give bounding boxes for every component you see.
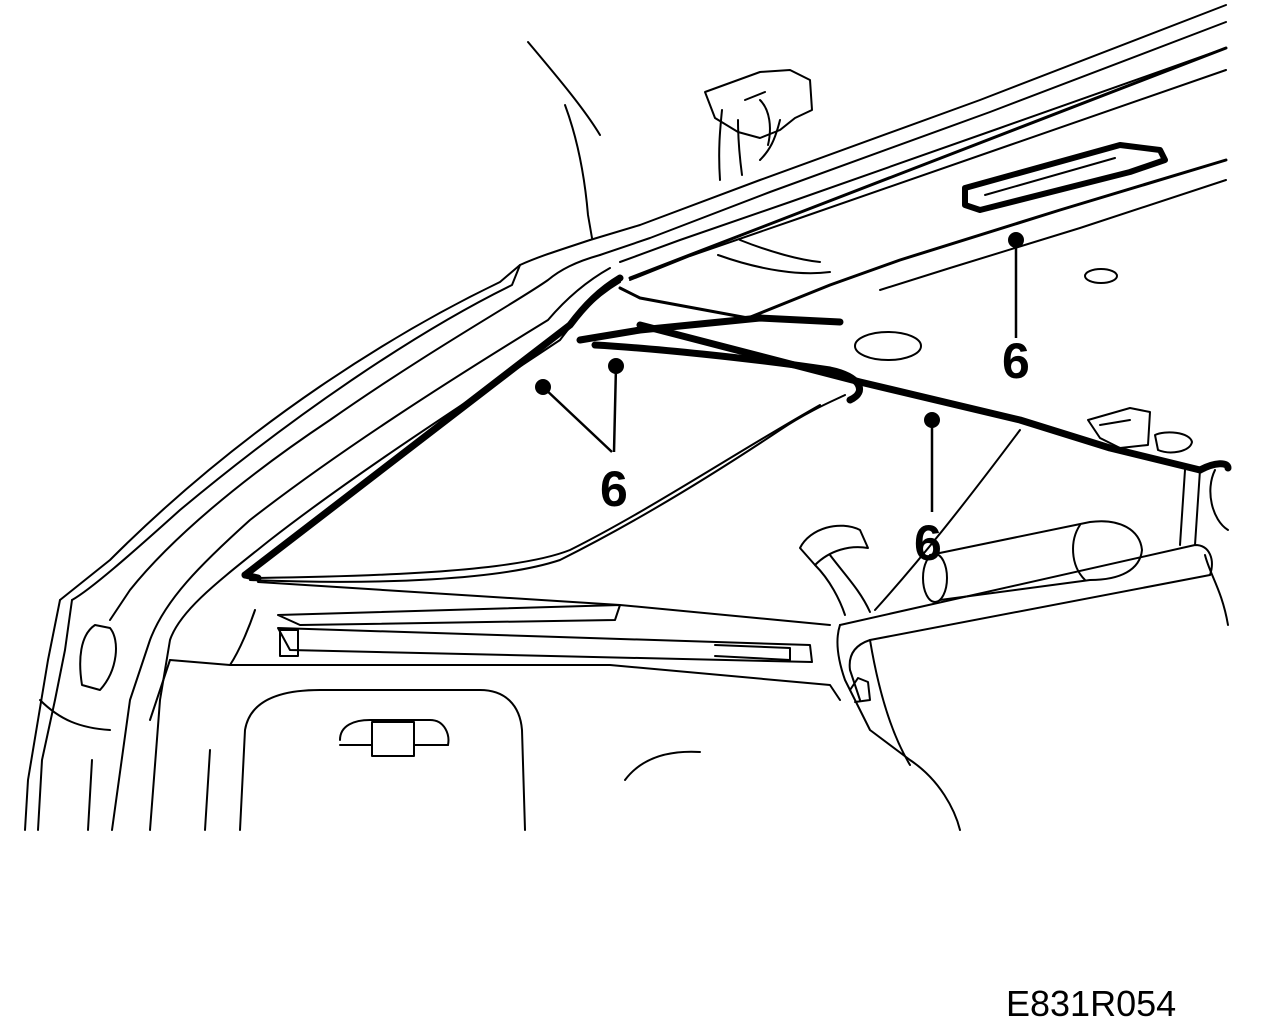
- callout-rear-label: 6: [914, 515, 942, 571]
- callout-pillar-leader-left: [542, 386, 613, 453]
- quarter-window: [249, 394, 846, 626]
- rear-seat: [799, 407, 1229, 831]
- callout-pillar-leader-right: [612, 365, 618, 453]
- figure-reference-code: E831R054: [1006, 983, 1176, 1024]
- callout-pillar-label: 6: [600, 461, 628, 517]
- grab-handle-clip: [704, 69, 813, 181]
- callout-rear: 6: [914, 412, 942, 571]
- callout-roof-label: 6: [1002, 333, 1030, 389]
- roof-and-pillar-body-lines: [24, 4, 1227, 831]
- wiring-harness: [241, 46, 1232, 582]
- headliner: [618, 142, 1228, 361]
- rear-trim-panel: [149, 604, 841, 831]
- callout-pillar: 6: [535, 358, 628, 517]
- callout-roof: 6: [1002, 232, 1030, 389]
- window-edge-lines: [527, 41, 831, 275]
